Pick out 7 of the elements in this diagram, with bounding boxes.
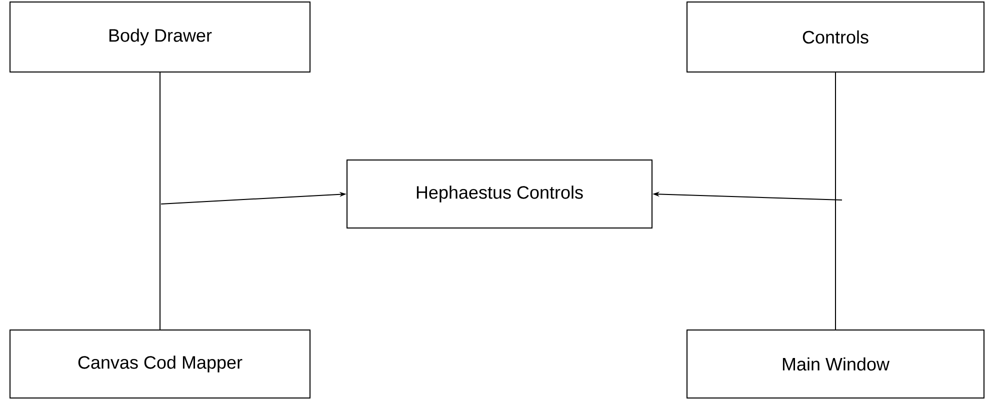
connector-line — [835, 72, 836, 330]
process-box: Controls — [686, 2, 984, 72]
connector-line — [160, 72, 161, 330]
process-box: Main Window — [686, 330, 984, 398]
process-box: Body Drawer — [10, 2, 310, 72]
process-box: Canvas Cod Mapper — [10, 330, 310, 398]
process-box: Hephaestus Controls — [346, 160, 652, 228]
